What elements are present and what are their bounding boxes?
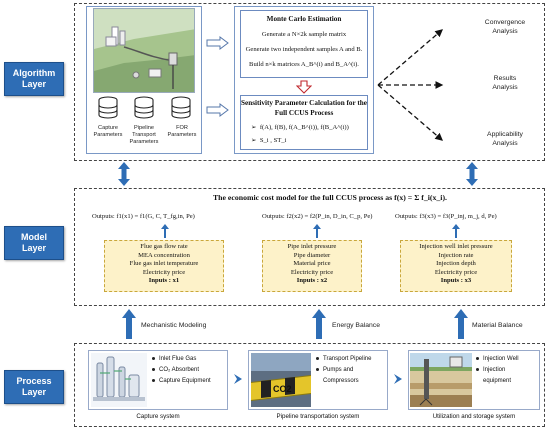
inputs-box-capture: Flue gas flow rate MEA concentration Flu… (104, 240, 224, 292)
ccus-landscape-image (93, 8, 195, 93)
inputs-box-storage: Injection well inlet pressure Injection … (400, 240, 512, 292)
bullet-dot-icon (152, 378, 155, 382)
sensitivity-bullet-2: ➢ S_i , ST_i (251, 137, 287, 144)
model-output-2: Outputs: f2(x2) = f2(P_in, D_in, C_p, Pe… (262, 213, 373, 220)
for-parameters-label: FOR Parameters (167, 125, 197, 138)
process-layer-panel (74, 343, 545, 427)
sensitivity-bullet-1: ➢ f(A), f(B), f(A_B^(i)), f(B_A^(i)) (251, 124, 349, 131)
chevron-right-icon: ➢ (251, 137, 257, 144)
applicability-analysis-label: Applicability Analysis (487, 131, 523, 147)
co2-pipe-text: CO2 (273, 384, 292, 394)
monte-carlo-box: Monte Carlo Estimation Generate a N×2k s… (240, 10, 368, 78)
pipeline-items-list: Transport Pipeline Pumps and Compressors (316, 354, 371, 387)
convergence-analysis-label: Convergence Analysis (484, 19, 526, 35)
capture-plant-icon (91, 353, 147, 407)
model-layer-label: Model Layer (4, 226, 64, 260)
model-output-3: Outputs: f3(x3) = f3(P_inj, m_j, d, Pe) (395, 213, 497, 220)
monte-carlo-line-3: Build n×k matrices A_B^(i) and B_A^(i). (249, 61, 359, 68)
chevron-right-icon (234, 374, 242, 384)
capture-system-caption: Capture system (136, 413, 180, 420)
energy-balance-label: Energy Balance (332, 322, 380, 329)
chevron-right-icon (394, 374, 402, 384)
landscape-illustration-icon (94, 9, 194, 92)
storage-items-list: Injection Well Injection equipment (476, 354, 519, 387)
up-arrow-icon (312, 309, 326, 339)
double-arrow-icon (118, 162, 130, 186)
pipeline-image: CO2 (251, 353, 311, 407)
capture-items-list: Inlet Flue Gas CO₂ Absorbent Capture Equ… (152, 354, 211, 387)
pipeline-system-caption: Pipeline transportation system (276, 413, 360, 420)
process-layer-label: Process Layer (4, 370, 64, 404)
for-parameters-database-icon (171, 96, 191, 119)
bullet-dot-icon (476, 367, 479, 371)
model-output-1: Outputs: f1(x1) = f1(G, C, T_fg,in, Pe) (92, 213, 195, 220)
mechanistic-modeling-label: Mechanistic Modeling (141, 322, 207, 329)
small-up-arrow-icon (161, 224, 169, 238)
bullet-dot-icon (152, 367, 155, 371)
bullet-dot-icon (316, 367, 319, 371)
algorithm-layer-panel (74, 3, 545, 161)
bullet-dot-icon (476, 356, 479, 360)
double-arrow-icon (466, 162, 478, 186)
hollow-arrow-icon (206, 103, 229, 117)
small-up-arrow-icon (313, 224, 321, 238)
results-analysis-label: Results Analysis (492, 75, 518, 91)
up-arrow-icon (122, 309, 136, 339)
pipeline-parameters-database-icon (134, 96, 154, 119)
dashed-arrow-applicability (377, 84, 443, 141)
capture-parameters-database-icon (98, 96, 118, 119)
monte-carlo-line-1: Generate a N×2k sample matrix (261, 31, 347, 38)
monte-carlo-line-2: Generate two independent samples A and B… (245, 46, 363, 53)
bullet-dot-icon (316, 356, 319, 360)
hollow-arrow-icon (206, 36, 229, 50)
monte-carlo-title: Monte Carlo Estimation (266, 15, 342, 23)
red-down-arrow-icon (296, 80, 312, 94)
analysis-fan-arrows (377, 29, 444, 141)
bullet-dot-icon (152, 356, 155, 360)
inputs-box-pipeline: Pipe inlet pressure Pipe diameter Materi… (262, 240, 362, 292)
small-up-arrow-icon (452, 224, 460, 238)
up-arrow-icon (454, 309, 468, 339)
model-title: The economic cost model for the full CCU… (212, 193, 448, 202)
pipeline-icon: CO2 (251, 353, 311, 407)
storage-image (410, 353, 472, 407)
chevron-right-icon: ➢ (251, 124, 257, 131)
capture-parameters-label: Capture Parameters (93, 125, 123, 138)
dashed-arrow-convergence (377, 29, 443, 86)
sensitivity-title-line-1: Sensitivity Parameter Calculation for th… (241, 99, 367, 107)
sensitivity-title-line-2: Full CCUS Process (274, 109, 334, 117)
material-balance-label: Material Balance (472, 322, 523, 329)
model-layer-panel (74, 188, 545, 306)
algorithm-layer-label: Algorithm Layer (4, 62, 64, 96)
pipeline-parameters-label: Pipeline Transport Parameters (129, 125, 159, 145)
capture-equipment-image (91, 353, 147, 407)
storage-system-caption: Utilization and storage system (432, 413, 516, 420)
sensitivity-box: Sensitivity Parameter Calculation for th… (240, 95, 368, 150)
injection-well-icon (410, 353, 472, 407)
